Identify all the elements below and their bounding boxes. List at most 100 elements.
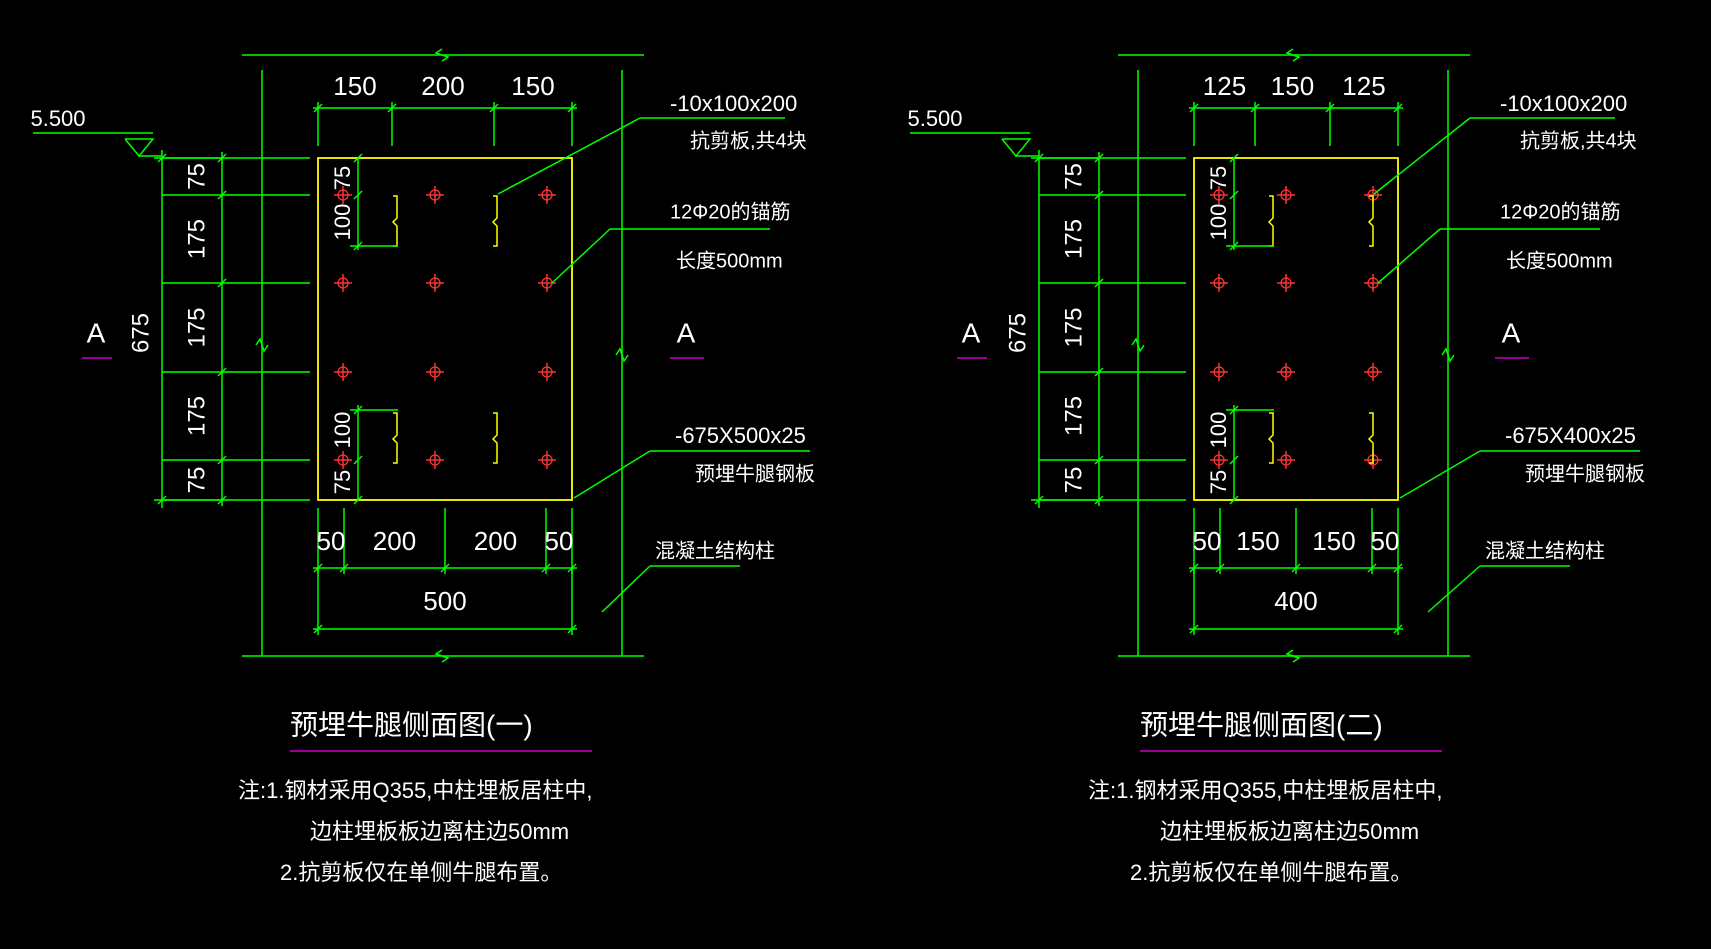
anchor-rebar-length: 长度500mm — [676, 249, 783, 272]
dimension-tick — [1094, 455, 1104, 465]
left-dimension: 175 — [183, 219, 210, 259]
break-symbol — [434, 48, 450, 62]
dimension-tick — [1189, 103, 1199, 113]
dimension-tick — [217, 367, 227, 377]
dimension-tick — [217, 278, 227, 288]
anchor-rebar-spec: 12Φ20的锚筋 — [670, 200, 790, 223]
top-dimension: 125 — [1342, 71, 1385, 101]
dimension-tick — [1367, 563, 1377, 573]
leader-embedded-plate — [573, 450, 651, 499]
dimension-tick — [1229, 495, 1239, 505]
dimension-tick — [1094, 190, 1104, 200]
section-mark-left: A — [87, 317, 106, 348]
dimension-tick — [1094, 367, 1104, 377]
dimension-tick — [1291, 563, 1301, 573]
dimension-tick — [541, 563, 551, 573]
shear-plate-spec: -10x100x200 — [1500, 91, 1627, 116]
bottom-dimension: 50 — [1193, 526, 1222, 556]
dimension-tick — [567, 103, 577, 113]
bottom-dimension: 200 — [373, 526, 416, 556]
bottom-dimension: 150 — [1312, 526, 1355, 556]
shear-plate — [391, 412, 398, 464]
bottom-dimension: 50 — [317, 526, 346, 556]
shear-plate-desc: 抗剪板,共4块 — [1520, 129, 1637, 152]
leader-anchor-rebar — [551, 228, 611, 284]
inner-dimension: 100 — [330, 204, 355, 241]
break-symbol — [1131, 337, 1145, 353]
dimension-tick — [440, 563, 450, 573]
shear-plate — [491, 412, 498, 464]
section-mark-right: A — [1502, 317, 1521, 348]
break-symbol — [1441, 347, 1455, 363]
inner-dimension: 75 — [1206, 470, 1231, 494]
dimension-tick — [339, 563, 349, 573]
dimension-tick — [1215, 563, 1225, 573]
bottom-dimension: 150 — [1236, 526, 1279, 556]
shear-plate — [491, 195, 498, 247]
inner-dimension: 100 — [1206, 204, 1231, 241]
column-desc: 混凝土结构柱 — [655, 539, 775, 562]
leader-column — [1427, 565, 1481, 613]
inner-dimension: 75 — [330, 166, 355, 190]
embedded-plate-desc: 预埋牛腿钢板 — [695, 462, 815, 485]
dimension-tick — [1229, 153, 1239, 163]
dimension-tick — [1325, 103, 1335, 113]
embedded-steel-plate — [1193, 157, 1399, 501]
leader-column — [601, 565, 651, 613]
left-dimension: 175 — [1060, 307, 1087, 347]
inner-dimension: 100 — [1206, 412, 1231, 449]
left-dimension: 75 — [183, 467, 210, 494]
shear-plate-desc: 抗剪板,共4块 — [690, 129, 807, 152]
bottom-dimension: 50 — [1371, 526, 1400, 556]
left-dimension: 75 — [1060, 467, 1087, 494]
note-line: 边柱埋板板边离柱边50mm — [310, 819, 569, 844]
dimension-tick — [313, 103, 323, 113]
top-dimension: 150 — [333, 71, 376, 101]
note-line: 2.抗剪板仅在单侧牛腿布置。 — [1130, 860, 1412, 885]
inner-dimension: 100 — [330, 412, 355, 449]
break-symbol — [1285, 48, 1301, 62]
embedded-plate-spec: -675X400x25 — [1505, 423, 1636, 448]
embedded-steel-plate — [317, 157, 573, 501]
break-symbol — [1285, 649, 1301, 663]
anchor-rebar-length: 长度500mm — [1506, 249, 1613, 272]
bottom-dimension: 200 — [474, 526, 517, 556]
column-desc: 混凝土结构柱 — [1485, 539, 1605, 562]
left-dimension: 75 — [183, 163, 210, 190]
elevation-triangle — [1001, 138, 1032, 158]
embedded-plate-desc: 预埋牛腿钢板 — [1525, 462, 1645, 485]
shear-plate — [1367, 412, 1374, 464]
dimension-tick — [489, 103, 499, 113]
break-symbol — [434, 649, 450, 663]
shear-plate — [391, 195, 398, 247]
embedded-plate-spec: -675X500x25 — [675, 423, 806, 448]
dimension-tick — [353, 153, 363, 163]
shear-plate-spec: -10x100x200 — [670, 91, 797, 116]
drawing-title: 预埋牛腿侧面图(二) — [1140, 709, 1383, 740]
leader-embedded-plate — [1399, 450, 1481, 499]
elevation-value: 5.500 — [907, 106, 962, 131]
dimension-tick — [217, 190, 227, 200]
dimension-tick — [1229, 190, 1239, 200]
total-height-dimension: 675 — [1004, 313, 1031, 353]
leader-shear-plate — [497, 117, 641, 195]
bottom-dimension: 50 — [545, 526, 574, 556]
anchor-rebar-spec: 12Φ20的锚筋 — [1500, 200, 1620, 223]
elevation-triangle — [124, 138, 155, 158]
shear-plate — [1267, 412, 1274, 464]
elevation-value: 5.500 — [30, 106, 85, 131]
top-dimension: 200 — [421, 71, 464, 101]
total-height-dimension: 675 — [127, 313, 154, 353]
section-mark-left: A — [962, 317, 981, 348]
note-line: 注:1.钢材采用Q355,中柱埋板居柱中, — [1088, 778, 1443, 803]
dimension-tick — [353, 190, 363, 200]
dimension-tick — [353, 455, 363, 465]
left-dimension: 75 — [1060, 163, 1087, 190]
note-line: 注:1.钢材采用Q355,中柱埋板居柱中, — [238, 778, 593, 803]
left-dimension: 175 — [183, 307, 210, 347]
section-mark-right: A — [677, 317, 696, 348]
dimension-tick — [1250, 103, 1260, 113]
